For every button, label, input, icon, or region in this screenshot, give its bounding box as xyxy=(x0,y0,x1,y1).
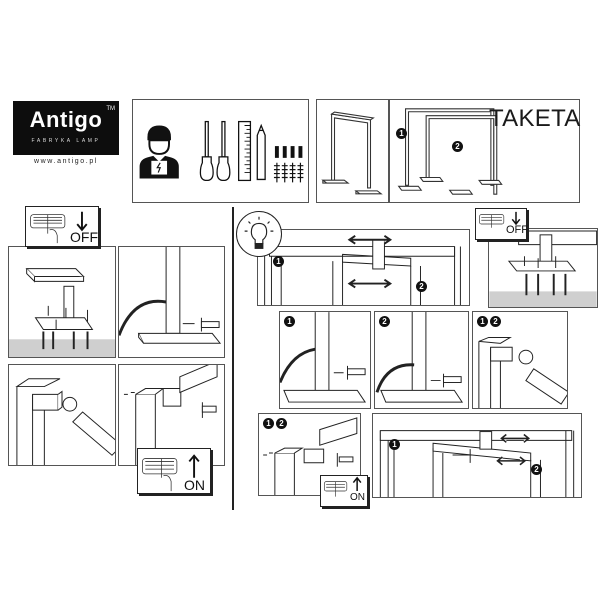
marker-2: 2 xyxy=(276,418,287,429)
power-off-instruction-right: OFF xyxy=(475,208,528,240)
pencil-icon xyxy=(256,123,266,181)
marker-1: 1 xyxy=(396,128,407,139)
power-off-instruction: OFF xyxy=(25,206,99,247)
step-base-mount-panel xyxy=(8,246,116,358)
step-tube-insert-panel xyxy=(8,364,116,466)
marker-1: 1 xyxy=(284,316,295,327)
power-on-instruction: ON xyxy=(137,448,211,494)
marker-2: 2 xyxy=(416,281,427,292)
switchboard-icon xyxy=(30,211,88,244)
base-mount-illustration xyxy=(9,268,115,357)
base-mount-illustration xyxy=(489,230,597,307)
step-cable-screw-panel-2: 2 xyxy=(374,311,469,409)
switchboard-icon xyxy=(479,211,521,228)
trademark-mark: TM xyxy=(106,106,115,112)
phillips-screwdriver-icon xyxy=(216,120,231,182)
frame-join-illustration xyxy=(123,365,218,465)
tools-illustration xyxy=(139,120,304,183)
cable-screw-illustration xyxy=(119,247,222,344)
power-on-label: ON xyxy=(350,492,365,503)
wall-plug-icon xyxy=(274,146,303,158)
step-tube-insert-panel-right: 1 2 xyxy=(472,311,568,409)
marker-1: 1 xyxy=(273,256,284,267)
overview-double-frame-panel: 1 2 TAKETA xyxy=(389,99,580,203)
marker-2: 2 xyxy=(531,464,542,475)
power-off-label: OFF xyxy=(70,229,98,245)
power-on-instruction-right: ON xyxy=(320,475,368,507)
frame-final-illustration xyxy=(379,430,575,497)
marker-2: 2 xyxy=(490,316,501,327)
cable-screw-illustration xyxy=(375,312,464,403)
double-frame-illustration xyxy=(397,108,503,195)
section-divider xyxy=(232,207,234,510)
flathead-screwdriver-icon xyxy=(199,120,214,182)
marker-1: 1 xyxy=(263,418,274,429)
step-cable-screw-panel-1: 1 xyxy=(279,311,371,409)
tools-panel xyxy=(132,99,309,203)
marker-1: 1 xyxy=(477,316,488,327)
ruler-icon xyxy=(238,120,252,182)
power-off-label: OFF xyxy=(506,224,528,236)
step-frame-join-panel-right: 1 2 xyxy=(258,413,361,496)
switchboard-icon xyxy=(142,454,200,492)
screw-icon xyxy=(273,162,304,183)
step-base-mount-panel-right xyxy=(488,228,598,308)
switchboard-icon xyxy=(323,476,362,497)
single-frame-illustration xyxy=(321,111,383,195)
frame-align-illustration xyxy=(264,235,461,305)
marker-2: 2 xyxy=(452,141,463,152)
brand-tagline: FABRYKA LAMP xyxy=(31,138,101,144)
tube-insert-illustration xyxy=(478,336,567,408)
step-double-frame-final-panel: 1 2 xyxy=(372,413,582,498)
power-on-label: ON xyxy=(184,477,205,493)
product-title: TAKETA xyxy=(489,105,581,132)
marker-1: 1 xyxy=(389,439,400,450)
brand-name: Antigo xyxy=(29,107,103,132)
step-double-frame-align-panel: 1 2 xyxy=(257,229,470,306)
cable-screw-illustration xyxy=(280,312,367,403)
brand-url: www.antigo.pl xyxy=(34,158,98,165)
brand-logo: Antigo TM FABRYKA LAMP xyxy=(13,101,119,155)
frame-join-illustration xyxy=(263,417,358,495)
tip-bulb-icon xyxy=(236,211,282,257)
tube-insert-illustration xyxy=(15,378,115,465)
marker-2: 2 xyxy=(379,316,390,327)
overview-single-frame-panel xyxy=(316,99,389,203)
electrician-icon xyxy=(139,125,179,179)
step-cable-screw-panel xyxy=(118,246,225,358)
